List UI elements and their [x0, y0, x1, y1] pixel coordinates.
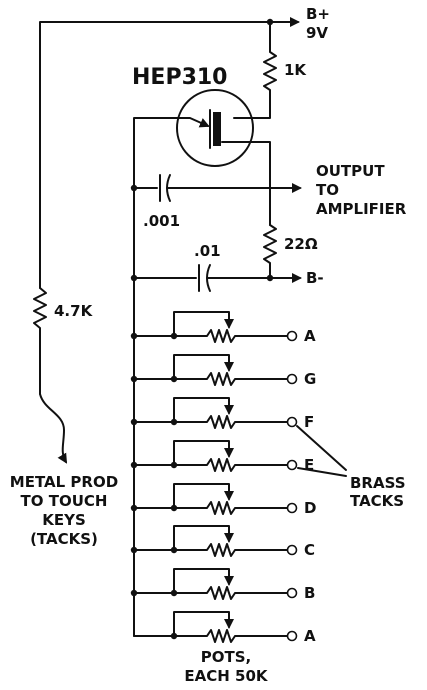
resistor-22-ohm — [263, 224, 277, 282]
brass-tack-terminal — [286, 330, 298, 342]
key-label-7: B — [304, 584, 315, 602]
resistor-4-7k — [33, 287, 47, 395]
key-label-8: A — [304, 627, 316, 645]
output-label-line3: AMPLIFIER — [316, 200, 407, 218]
resistor-4-7k-label: 4.7K — [54, 302, 94, 320]
output-label-line2: TO — [316, 181, 339, 199]
brass-tack-terminal — [286, 630, 298, 642]
key-label-1: A — [304, 327, 316, 345]
brass-tack-terminal — [286, 502, 298, 514]
brass-tack-terminal — [286, 416, 298, 428]
pot-row-1 — [130, 311, 298, 343]
resistor-1k-label: 1K — [284, 61, 307, 79]
pot-row-3 — [130, 397, 298, 429]
prod-label-line2: TO TOUCH — [21, 492, 108, 510]
key-label-3: F — [304, 413, 314, 431]
pot-row-7 — [130, 568, 298, 600]
prod-lead-arrow — [39, 393, 68, 464]
capacitor-001-label: .001 — [143, 212, 180, 230]
capacitor-01-label: .01 — [194, 242, 221, 260]
transistor-hep310 — [133, 89, 271, 291]
key-label-6: C — [304, 541, 315, 559]
brass-tacks-pointer — [296, 425, 347, 477]
pot-row-5 — [130, 483, 298, 515]
key-label-5: D — [304, 499, 316, 517]
brass-tacks-label-line1: BRASS — [350, 474, 406, 492]
key-label-4: E — [304, 456, 314, 474]
b-plus-voltage-label: 9V — [306, 24, 328, 42]
pots-label-line2: EACH 50K — [184, 667, 269, 685]
brass-tack-terminal — [286, 459, 298, 471]
pots-label-line1: POTS, — [201, 648, 251, 666]
b-plus-label: B+ — [306, 5, 330, 23]
pot-rows — [130, 311, 298, 643]
capacitor-001 — [130, 174, 302, 202]
brass-tack-terminal — [286, 544, 298, 556]
b-plus-line — [39, 17, 300, 289]
brass-tack-terminal — [286, 373, 298, 385]
resistor-22-ohm-label: 22Ω — [284, 235, 318, 253]
prod-label-line4: (TACKS) — [30, 530, 98, 548]
prod-label-line3: KEYS — [42, 511, 86, 529]
capacitor-01 — [130, 264, 302, 292]
brass-tack-terminal — [286, 587, 298, 599]
b-minus-label: B- — [306, 269, 324, 287]
resistor-1k — [233, 21, 277, 119]
prod-label-line1: METAL PROD — [10, 473, 118, 491]
pot-row-8 — [133, 611, 298, 643]
key-label-2: G — [304, 370, 316, 388]
output-label-line1: OUTPUT — [316, 162, 385, 180]
transistor-part-label: HEP310 — [132, 65, 228, 90]
pot-row-6 — [130, 525, 298, 557]
pot-row-2 — [130, 354, 298, 386]
brass-tacks-label-line2: TACKS — [350, 492, 404, 510]
pot-row-4 — [130, 440, 298, 472]
